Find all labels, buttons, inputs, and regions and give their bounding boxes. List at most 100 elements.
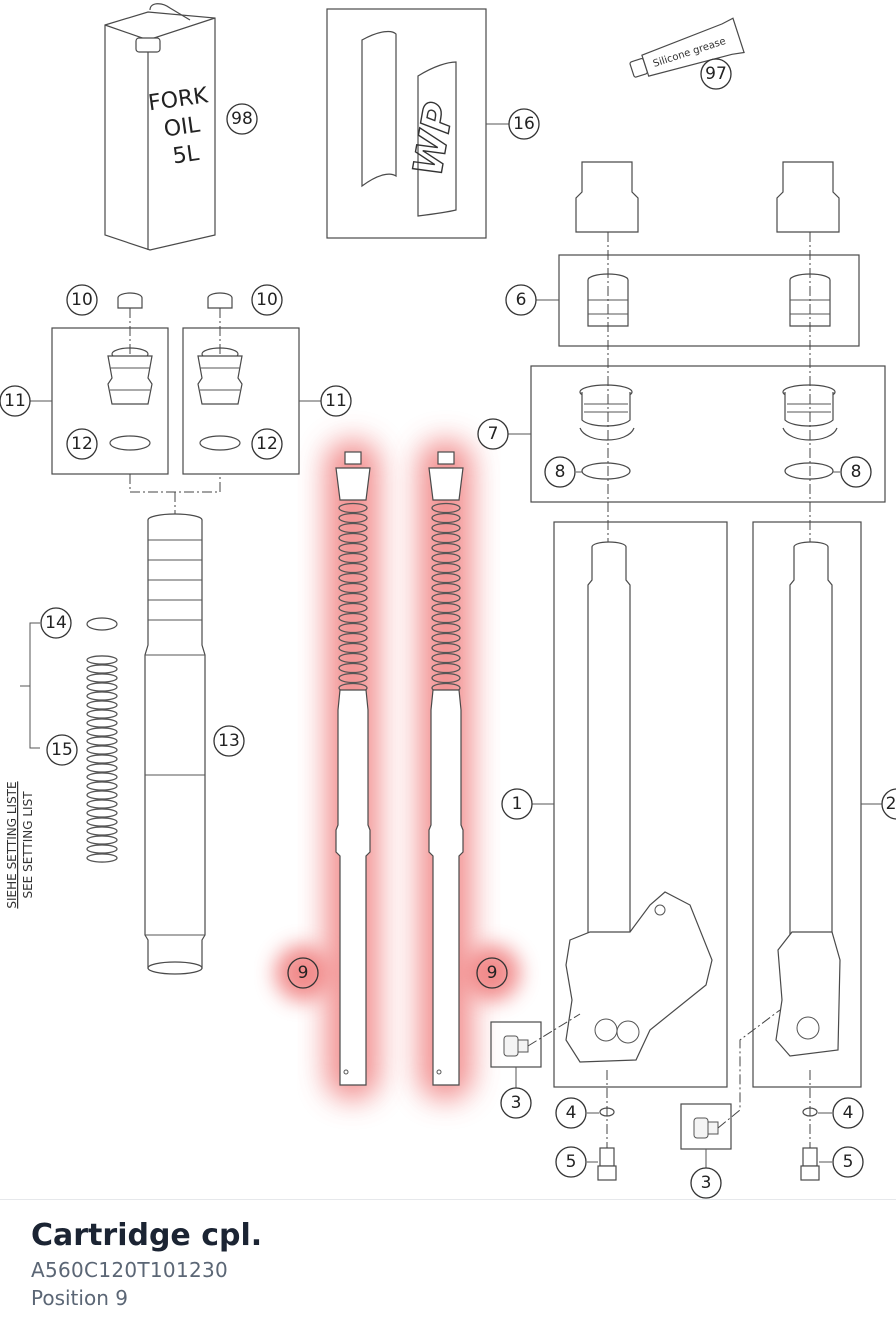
- callout-8-right[interactable]: 8: [840, 456, 872, 488]
- spring-coil: [86, 781, 118, 791]
- cartridge-spring-coil: [431, 562, 461, 574]
- inner-fork-tube[interactable]: [144, 513, 206, 975]
- cartridge-spring-coil: [338, 602, 368, 614]
- cartridge-spring-coil: [338, 502, 368, 514]
- cartridge-spring-coil: [338, 542, 368, 554]
- fork-seals-kit[interactable]: [508, 365, 886, 503]
- callout-2[interactable]: 2: [881, 788, 896, 820]
- cartridge-spring-coil: [431, 592, 461, 604]
- callout-8-left[interactable]: 8: [544, 456, 576, 488]
- exploded-parts-diagram: FORK OIL 5L WP Silicone grease: [0, 3, 896, 1199]
- callout-3-left[interactable]: 3: [500, 1087, 532, 1119]
- spring-coil: [86, 844, 118, 854]
- callout-11-left[interactable]: 11: [0, 385, 31, 417]
- adjuster-left[interactable]: [490, 1013, 581, 1088]
- spring-coil: [86, 727, 118, 737]
- spring-coil: [86, 664, 118, 674]
- svg-text:97: 97: [705, 64, 727, 84]
- spring-coil: [86, 673, 118, 683]
- callout-14[interactable]: 14: [40, 607, 72, 639]
- spring-coil: [86, 718, 118, 728]
- cartridge-spring-coil: [431, 572, 461, 584]
- cartridge-spring-coil: [338, 622, 368, 634]
- spring-coil: [86, 799, 118, 809]
- setting-note-de: SIEHE SETTING LISTE: [5, 781, 19, 908]
- callout-12-right[interactable]: 12: [251, 428, 283, 460]
- decal-kit[interactable]: WP: [326, 8, 510, 239]
- cartridge-spring-coil: [431, 612, 461, 624]
- part-info-panel: Cartridge cpl. A560C120T101230 Position …: [0, 1199, 896, 1336]
- callout-16[interactable]: 16: [508, 108, 540, 140]
- fork-oil-can[interactable]: FORK OIL 5L: [104, 3, 218, 251]
- setting-list-note: SIEHE SETTING LISTE SEE SETTING LIST: [5, 781, 35, 908]
- bushings-kit[interactable]: [536, 254, 860, 347]
- spring-coil: [86, 808, 118, 818]
- svg-text:16: 16: [513, 114, 535, 134]
- cartridge-spring-coil: [338, 652, 368, 664]
- spring-coil: [86, 709, 118, 719]
- callout-97[interactable]: 97: [700, 58, 732, 90]
- spring-coil: [86, 763, 118, 773]
- cartridge-spring-coil: [338, 672, 368, 684]
- svg-text:5: 5: [843, 1152, 854, 1172]
- cartridge-left[interactable]: [335, 451, 371, 1086]
- svg-text:11: 11: [4, 391, 26, 411]
- fork-tube-caps: [575, 161, 840, 233]
- cartridge-spring-coil: [431, 532, 461, 544]
- cartridge-spring-coil: [338, 582, 368, 594]
- svg-text:12: 12: [256, 434, 278, 454]
- callout-1[interactable]: 1: [501, 788, 533, 820]
- cartridge-spring-coil: [338, 532, 368, 544]
- cartridge-spring-coil: [431, 662, 461, 674]
- callout-9-right[interactable]: 9: [476, 957, 508, 989]
- callout-12-left[interactable]: 12: [66, 428, 98, 460]
- spring-coil: [86, 736, 118, 746]
- cartridge-spring-coil: [431, 522, 461, 534]
- callout-15[interactable]: 15: [46, 734, 78, 766]
- outer-tube-right[interactable]: [752, 521, 884, 1088]
- callout-10-right[interactable]: 10: [251, 284, 283, 316]
- svg-text:4: 4: [843, 1103, 854, 1123]
- cartridge-spring-coil: [338, 642, 368, 654]
- circlip-right[interactable]: [802, 1107, 832, 1117]
- cartridge-spring-coil: [431, 512, 461, 524]
- callout-5-right[interactable]: 5: [832, 1146, 864, 1178]
- circlip-left[interactable]: [587, 1107, 615, 1117]
- callout-5-left[interactable]: 5: [555, 1146, 587, 1178]
- cartridge-spring-coil: [338, 522, 368, 534]
- svg-text:2: 2: [886, 794, 896, 814]
- callout-6[interactable]: 6: [505, 284, 537, 316]
- spring-coil: [86, 655, 118, 665]
- callout-10-left[interactable]: 10: [66, 284, 98, 316]
- bolt-right[interactable]: [800, 1147, 832, 1181]
- callout-3-right[interactable]: 3: [690, 1167, 722, 1199]
- svg-text:7: 7: [488, 424, 499, 444]
- can-label-line2: OIL: [162, 113, 202, 143]
- cartridge-right[interactable]: [428, 451, 464, 1086]
- svg-text:6: 6: [516, 290, 527, 310]
- part-position: Position 9: [31, 1286, 128, 1310]
- outer-tube-left[interactable]: [532, 521, 728, 1088]
- svg-text:13: 13: [218, 731, 240, 751]
- cartridge-spring-coil: [431, 652, 461, 664]
- callout-4-left[interactable]: 4: [555, 1097, 587, 1129]
- fork-cap-assembly-right[interactable]: [182, 292, 321, 475]
- callout-98[interactable]: 98: [226, 103, 258, 135]
- cartridge-spring-coil: [431, 632, 461, 644]
- can-label-line3: 5L: [171, 141, 201, 170]
- fork-cap-assembly-left[interactable]: [30, 292, 169, 475]
- spring-coil: [86, 754, 118, 764]
- svg-text:8: 8: [851, 462, 862, 482]
- spring-coil: [86, 790, 118, 800]
- cartridge-spring-coil: [431, 672, 461, 684]
- callout-4-right[interactable]: 4: [832, 1097, 864, 1129]
- adjuster-right[interactable]: [680, 1009, 781, 1168]
- cartridge-spring-coil: [338, 662, 368, 674]
- callout-7[interactable]: 7: [477, 418, 509, 450]
- callout-13[interactable]: 13: [213, 725, 245, 757]
- fork-spring[interactable]: [20, 617, 118, 863]
- bolt-left[interactable]: [587, 1147, 617, 1181]
- svg-text:10: 10: [71, 290, 93, 310]
- callout-11-right[interactable]: 11: [320, 385, 352, 417]
- callout-9-left[interactable]: 9: [287, 957, 319, 989]
